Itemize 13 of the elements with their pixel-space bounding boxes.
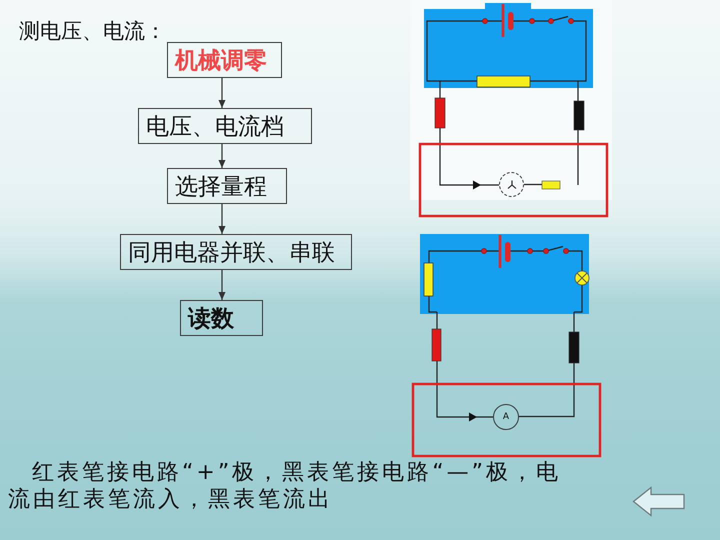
process-box: 电压、电流档 xyxy=(138,108,312,144)
note-text: 红表笔接电路“+”极，黑表笔接电路“—”极，电流由红表笔流入，黑表笔流出 xyxy=(8,459,562,513)
ammeter-symbol: A xyxy=(493,404,519,430)
title: 测电压、电流： xyxy=(19,18,166,45)
process-box: 读数 xyxy=(180,300,263,336)
arrow xyxy=(218,78,226,108)
process-box: 选择量程 xyxy=(167,168,287,204)
meter-symbol xyxy=(499,172,524,197)
process-box: 机械调零 xyxy=(167,42,282,78)
process-box: 同用电器并联、串联 xyxy=(120,234,352,270)
arrow xyxy=(218,204,226,234)
arrow xyxy=(218,144,226,168)
arrow xyxy=(218,270,226,300)
